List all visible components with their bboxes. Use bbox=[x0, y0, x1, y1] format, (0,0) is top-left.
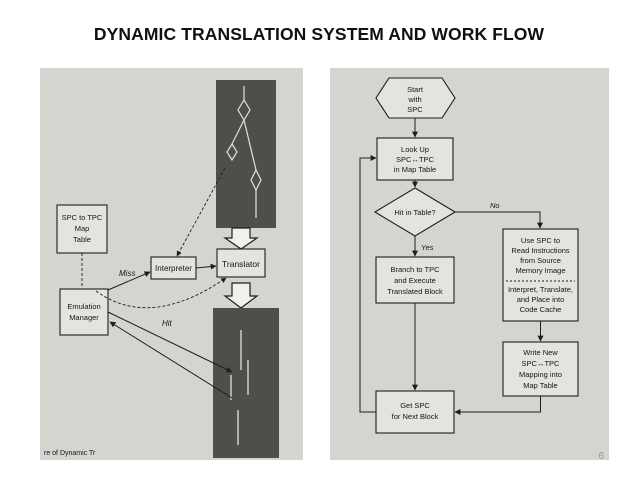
interpreter-to-translator-arrow bbox=[195, 263, 217, 270]
write-new-box bbox=[502, 341, 579, 397]
return-arrow bbox=[109, 321, 233, 399]
map-table-line-2: Map bbox=[75, 224, 90, 233]
lookup-box bbox=[376, 137, 454, 181]
translator-box bbox=[216, 248, 266, 278]
start-hexagon bbox=[375, 77, 456, 119]
lookup-line-2: SPC↔TPC bbox=[396, 155, 435, 164]
translate-box bbox=[502, 228, 579, 322]
interpreter-label: Interpreter bbox=[155, 264, 192, 273]
slide-title: DYNAMIC TRANSLATION SYSTEM AND WORK FLOW bbox=[93, 24, 545, 44]
arrow-to-code-cache bbox=[223, 282, 259, 309]
write-to-getspc-arrow bbox=[454, 396, 541, 415]
code-cache-block bbox=[213, 308, 279, 458]
interpret-line-1: Interpret, Translate, bbox=[508, 285, 573, 294]
translator-label: Translator bbox=[222, 259, 260, 269]
left-photo: Translator Interpreter SPC to TPC Map Ta… bbox=[40, 68, 303, 460]
interpret-line-2: and Place into bbox=[517, 295, 565, 304]
no-label: No bbox=[490, 201, 500, 210]
map-table-line-3: Table bbox=[73, 235, 91, 244]
branch-line-2: and Execute bbox=[394, 276, 436, 285]
start-line-3: SPC bbox=[407, 105, 423, 114]
use-spc-line-2: Read Instructions bbox=[511, 246, 570, 255]
hit-label: Hit bbox=[162, 319, 173, 328]
loop-back-arrow bbox=[359, 155, 377, 413]
emulation-manager-line-1: Emulation bbox=[67, 302, 100, 311]
use-spc-line-1: Use SPC to bbox=[521, 236, 560, 245]
decision-label: Hit in Table? bbox=[394, 208, 435, 217]
miss-label: Miss bbox=[119, 269, 135, 278]
get-spc-box bbox=[375, 390, 455, 434]
no-arrow bbox=[455, 211, 543, 229]
emulation-manager-box bbox=[59, 288, 109, 336]
miss-arrow bbox=[107, 271, 151, 291]
get-spc-line-1: Get SPC bbox=[400, 401, 430, 410]
emulation-manager-line-2: Manager bbox=[69, 313, 99, 322]
left-caption-fragment: re of Dynamic Tr bbox=[44, 450, 96, 457]
write-new-line-4: Map Table bbox=[523, 381, 557, 390]
code-block-flow-icon bbox=[226, 86, 262, 218]
use-spc-line-3: from Source bbox=[520, 256, 561, 265]
branch-box bbox=[375, 256, 455, 304]
hit-arrow bbox=[107, 311, 233, 373]
get-spc-line-2: for Next Block bbox=[392, 412, 439, 421]
lookup-line-1: Look Up bbox=[401, 145, 429, 154]
lookup-line-3: in Map Table bbox=[394, 165, 436, 174]
page-number: 6 bbox=[598, 451, 604, 462]
dashed-code-to-interpreter bbox=[176, 167, 226, 257]
branch-line-1: Branch to TPC bbox=[390, 265, 440, 274]
interpret-line-3: Code Cache bbox=[520, 305, 562, 314]
arrow-to-translator bbox=[223, 227, 259, 250]
start-line-1: Start bbox=[407, 85, 424, 94]
start-line-2: with bbox=[407, 95, 421, 104]
yes-label: Yes bbox=[421, 243, 434, 252]
write-new-line-1: Write New bbox=[523, 348, 558, 357]
code-cache-lines bbox=[230, 330, 249, 445]
branch-line-3: Translated Block bbox=[387, 287, 443, 296]
write-new-line-2: SPC↔TPC bbox=[522, 359, 561, 368]
write-new-line-3: Mapping into bbox=[519, 370, 562, 379]
source-code-block bbox=[216, 80, 276, 228]
right-photo: Start with SPC Look Up SPC↔TPC in Map Ta… bbox=[330, 68, 609, 460]
use-spc-line-4: Memory Image bbox=[515, 266, 565, 275]
map-table-line-1: SPC to TPC bbox=[62, 213, 103, 222]
